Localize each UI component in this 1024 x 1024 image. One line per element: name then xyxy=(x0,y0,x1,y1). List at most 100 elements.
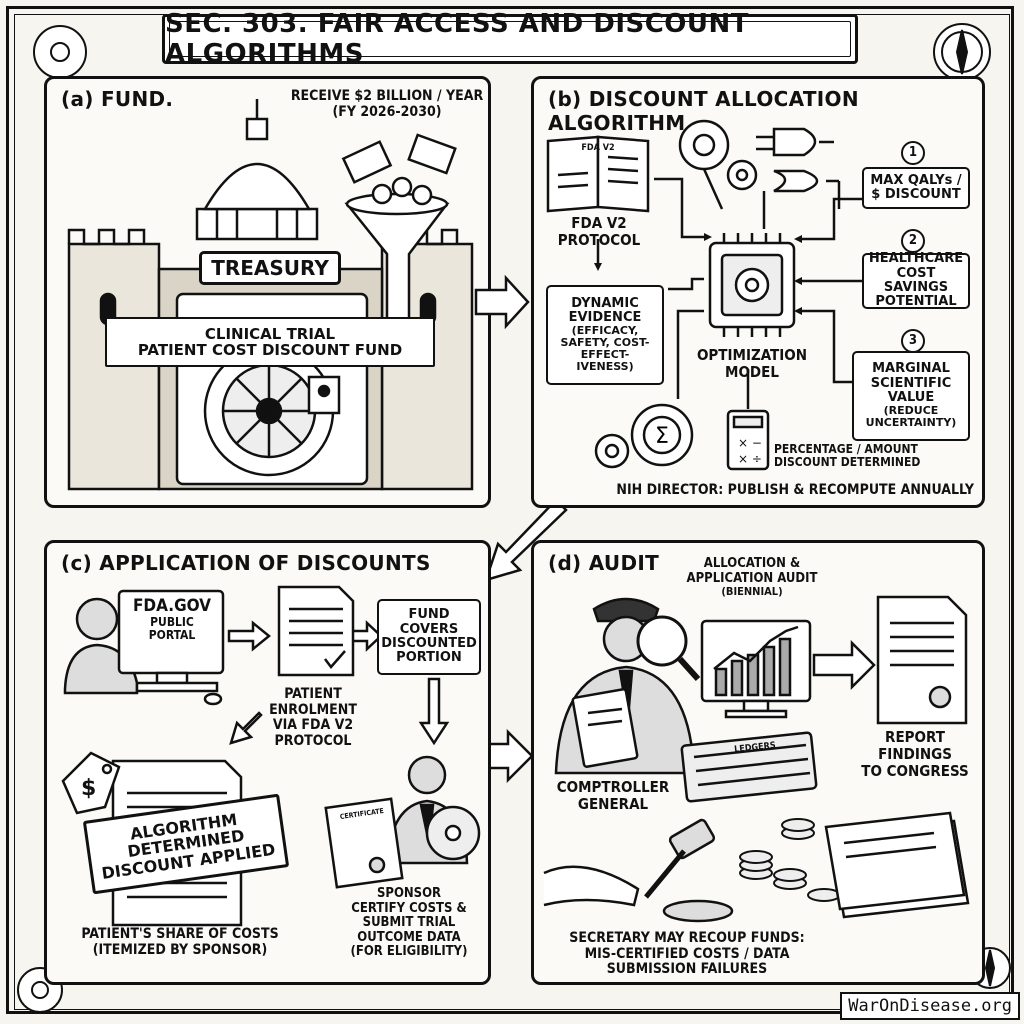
sponsor-line-5: (FOR ELIGIBILITY) xyxy=(350,944,468,960)
report-line-1: REPORT xyxy=(885,728,945,746)
chart-monitor-icon xyxy=(700,619,812,719)
report-line-3: TO CONGRESS xyxy=(861,761,969,780)
book-icon xyxy=(546,135,650,213)
nih-director-note: NIH DIRECTOR: PUBLISH & RECOMPUTE ANNUAL… xyxy=(616,482,974,498)
fund-banner-line-1: CLINICAL TRIAL xyxy=(204,324,336,343)
panel-algorithm: (b) DISCOUNT ALLOCATION ALGORITHM. Σ xyxy=(531,76,985,508)
sponsor-line-3: SUBMIT TRIAL xyxy=(362,915,456,931)
criterion-3-box: MARGINAL SCIENTIFIC VALUE (REDUCE UNCERT… xyxy=(852,351,970,441)
flow-arrows xyxy=(596,168,869,409)
fda-portal-screen: FDA.gov PUBLIC PORTAL xyxy=(125,596,219,643)
dynamic-evidence-box: DYNAMIC EVIDENCE (EFFICACY, SAFETY, COST… xyxy=(546,285,664,385)
sponsor-line-4: OUTCOME DATA xyxy=(357,929,461,945)
svg-text:$: $ xyxy=(81,776,96,801)
discount-line-1: PERCENTAGE / AMOUNT xyxy=(774,442,918,456)
funding-line-2: (FY 2026-2030) xyxy=(332,103,442,120)
user-at-computer-icon xyxy=(63,589,225,706)
model-line-1: OPTIMIZATION xyxy=(696,346,808,364)
criterion-1-line-2: $ DISCOUNT xyxy=(871,187,961,202)
panel-application: (c) APPLICATION OF DISCOUNTS xyxy=(44,540,491,985)
criterion-3-line-2: SCIENTIFIC xyxy=(870,375,952,391)
treasury-label: TREASURY xyxy=(199,251,341,285)
arrow-to-report xyxy=(812,639,876,691)
criterion-1-box: MAX QALYs / $ DISCOUNT xyxy=(862,167,970,209)
criterion-2-box: HEALTHCARE COST SAVINGS POTENTIAL xyxy=(862,251,970,310)
data-disc-icon xyxy=(425,805,481,861)
logic-gate-icon xyxy=(756,127,841,229)
patient-share-label: PATIENT'S SHARE OF COSTS (ITEMIZED BY SP… xyxy=(55,926,305,958)
criterion-1-line-1: MAX QALYs / xyxy=(870,172,962,188)
flow-arrows-c xyxy=(227,620,450,746)
optimization-chip-icon xyxy=(708,233,796,337)
comptroller-line-2: GENERAL xyxy=(577,794,649,813)
criterion-3-number: 3 xyxy=(901,329,925,353)
allocation-audit-label: ALLOCATION & APPLICATION AUDIT (BIENNIAL… xyxy=(672,556,832,598)
audit-illustration xyxy=(543,595,970,923)
criterion-2-line-3: POTENTIAL xyxy=(875,294,957,310)
coin-stacks-icon xyxy=(739,818,841,902)
enrol-line-4: PROTOCOL xyxy=(274,733,352,750)
report-findings-label: REPORT FINDINGS TO CONGRESS xyxy=(850,729,980,779)
panel-audit: (d) AUDIT xyxy=(531,540,985,985)
funding-amount: RECEIVE $2 BILLION / YEAR (FY 2026-2030) xyxy=(287,88,487,120)
audit-line-2: APPLICATION AUDIT xyxy=(686,570,818,586)
share-line-2: (ITEMIZED BY SPONSOR) xyxy=(92,941,268,958)
sponsor-line-1: SPONSOR xyxy=(376,886,442,901)
price-tag-icon: $ xyxy=(61,751,121,815)
fund-covers-line-1: FUND xyxy=(408,607,450,623)
money-funnel-icon xyxy=(341,133,457,321)
sponsor-line-2: CERTIFY COSTS & xyxy=(351,900,467,916)
enrolment-document-icon xyxy=(277,585,355,677)
evidence-line-6: IVENESS) xyxy=(576,360,634,374)
watermark: WarOnDisease.org xyxy=(840,992,1020,1020)
portal-line-1: FDA.gov xyxy=(132,596,212,616)
evidence-line-2: EVIDENCE xyxy=(568,309,642,325)
panel-fund: (a) FUND. RECEIVE $2 BILLION / YEAR (FY … xyxy=(44,76,491,508)
patient-enrolment-label: PATIENT ENROLMENT VIA FDA v2 PROTOCOL xyxy=(263,686,363,750)
model-line-2: MODEL xyxy=(725,362,779,381)
recoup-line-3: SUBMISSION FAILURES xyxy=(606,961,768,978)
recoup-line-2: MIS-CERTIFIED COSTS / DATA xyxy=(584,945,790,962)
protocol-line-1: FDA v2 xyxy=(571,214,627,232)
magnifier-icon xyxy=(636,615,701,682)
evidence-line-3: (EFFICACY, xyxy=(571,324,639,338)
fund-covers-line-4: PORTION xyxy=(396,650,462,666)
capitol-dome-icon xyxy=(195,99,319,241)
paper-stack-icon xyxy=(824,811,970,919)
page-title: SEC. 303. FAIR ACCESS AND DISCOUNT ALGOR… xyxy=(165,9,750,69)
comptroller-general-label: COMPTROLLER GENERAL xyxy=(548,779,678,813)
evidence-line-4: SAFETY, COST- xyxy=(560,336,650,350)
recoup-funds-label: SECRETARY MAY RECOUP FUNDS: MIS-CERTIFIE… xyxy=(542,930,832,978)
fda-protocol-label: FDA v2 PROTOCOL xyxy=(540,215,658,249)
comptroller-line-1: COMPTROLLER xyxy=(556,778,670,796)
discount-line-2: DISCOUNT DETERMINED xyxy=(774,455,921,470)
outer-frame xyxy=(6,6,1014,1014)
criterion-1-number: 1 xyxy=(901,141,925,165)
calculator-icon: × − × ÷ xyxy=(726,409,770,471)
criterion-2-line-1: HEALTHCARE xyxy=(868,251,964,267)
criterion-2-number: 2 xyxy=(901,229,925,253)
fund-covers-line-3: DISCOUNTED xyxy=(381,636,477,651)
book-label: FDA v2 xyxy=(581,143,615,153)
panel-b-heading: (b) DISCOUNT ALLOCATION ALGORITHM. xyxy=(548,87,859,135)
enrol-line-2: ENROLMENT xyxy=(269,701,357,718)
portal-line-2: PUBLIC xyxy=(150,615,194,630)
certificate-icon xyxy=(324,797,404,889)
report-line-2: FINDINGS xyxy=(878,744,952,763)
evidence-line-1: DYNAMIC xyxy=(571,295,639,311)
enrol-line-3: VIA FDA v2 xyxy=(272,717,354,734)
criterion-3-line-1: MARGINAL xyxy=(872,361,950,377)
panel-d-heading: (d) AUDIT xyxy=(548,551,660,575)
fund-banner: CLINICAL TRIAL PATIENT COST DISCOUNT FUN… xyxy=(105,317,435,367)
fund-covers-box: FUND COVERS DISCOUNTED PORTION xyxy=(377,599,481,675)
portal-line-3: PORTAL xyxy=(148,628,196,643)
criterion-3-line-4: (REDUCE xyxy=(883,404,939,418)
fund-covers-line-2: COVERS xyxy=(399,621,459,637)
funding-line-1: RECEIVE $2 BILLION / YEAR xyxy=(290,88,484,104)
title-banner: SEC. 303. FAIR ACCESS AND DISCOUNT ALGOR… xyxy=(162,9,858,69)
svg-text:× ÷: × ÷ xyxy=(738,452,762,466)
enrol-line-1: PATIENT xyxy=(284,686,342,702)
gear-icon xyxy=(594,119,758,469)
criterion-3-line-3: VALUE xyxy=(887,390,935,406)
svg-text:× −: × − xyxy=(738,436,762,450)
